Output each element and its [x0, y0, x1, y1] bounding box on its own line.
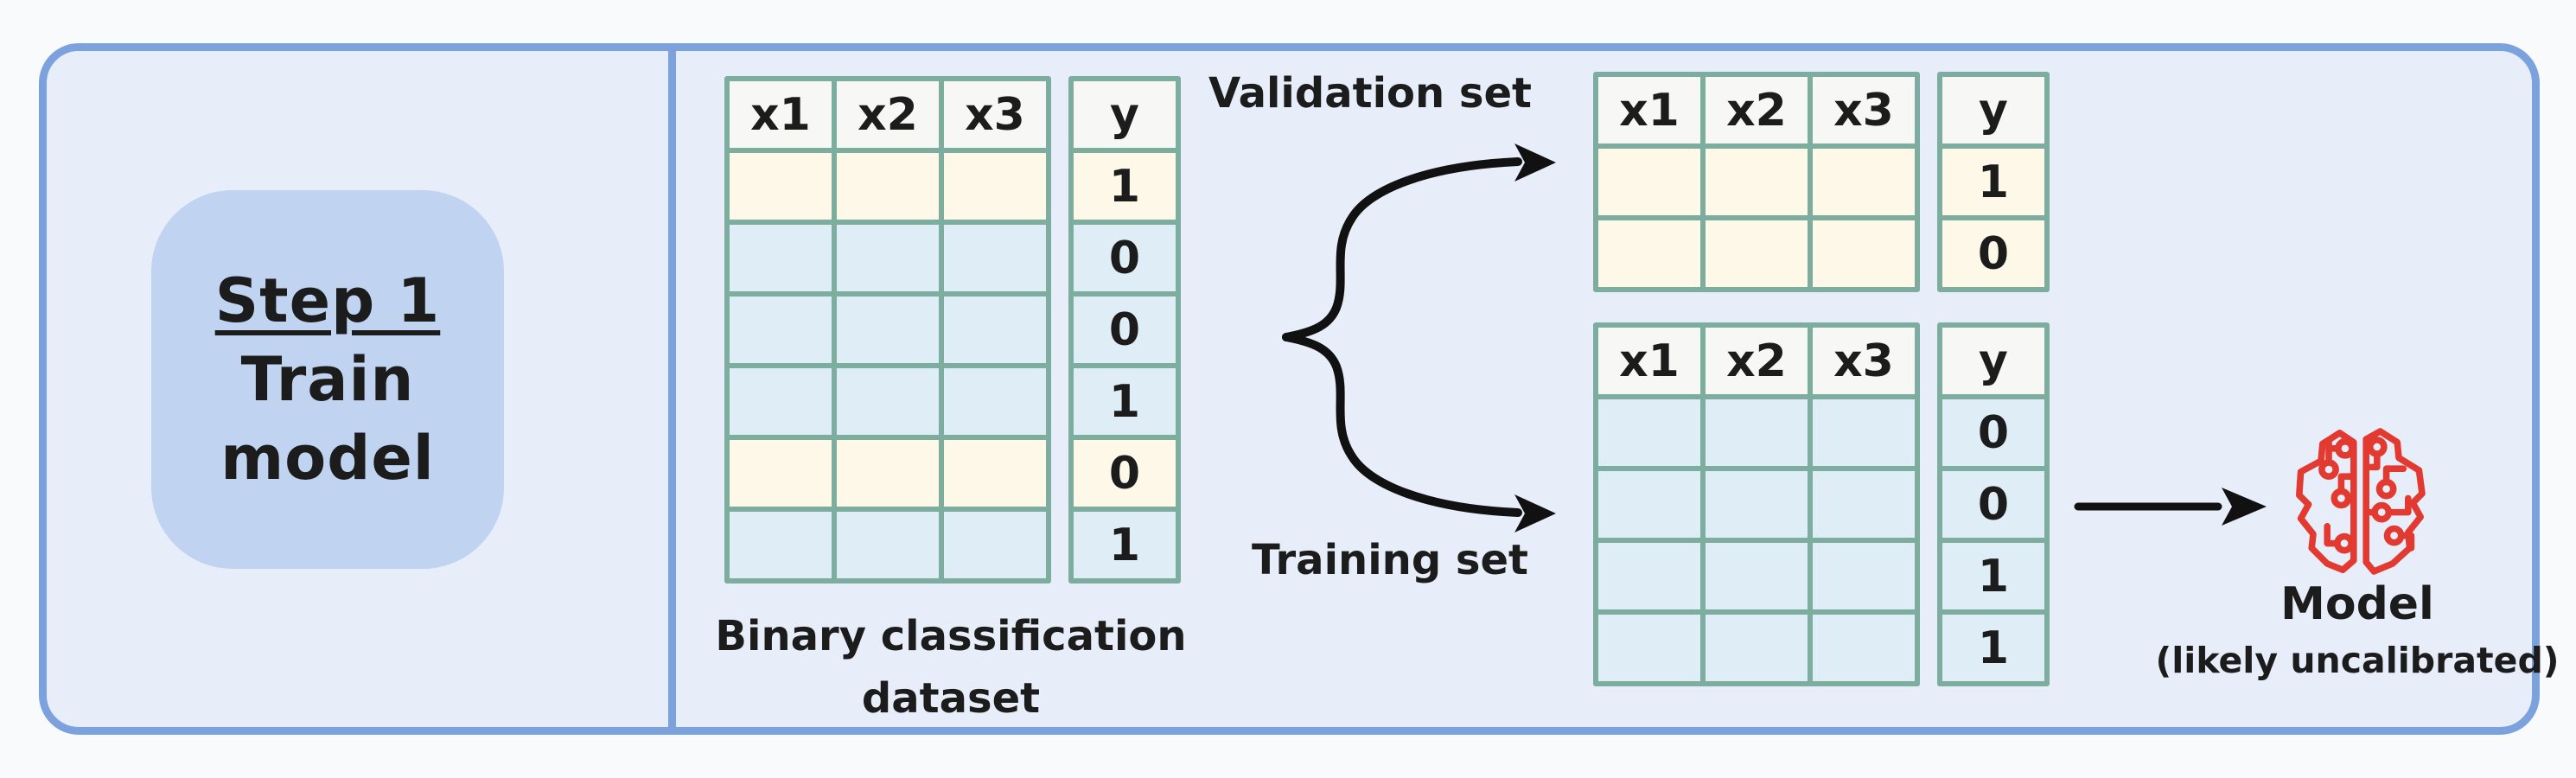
y-value-cell: 0: [1942, 220, 2044, 287]
table-row: [1598, 399, 1915, 466]
table-cell: [1598, 149, 1700, 215]
table-row: [1598, 471, 1915, 538]
column-header: x1: [1598, 328, 1700, 394]
table-cell: [1706, 543, 1808, 609]
table-cell: [1813, 399, 1915, 466]
table-cell: [730, 225, 832, 291]
y-value-cell: 1: [1074, 368, 1176, 435]
column-header: x1: [1598, 77, 1700, 143]
table-row: [730, 440, 1046, 507]
y-value-cell: 0: [1074, 225, 1176, 291]
table-cell: [1598, 399, 1700, 466]
arrow-right-icon: [2074, 488, 2267, 526]
column-header: x3: [944, 81, 1046, 148]
training-set-label: Training set: [1252, 536, 1528, 584]
y-column-header: y: [1074, 81, 1176, 148]
dataset-caption: Binary classification dataset: [666, 605, 1236, 730]
table-cell: [1598, 220, 1700, 287]
y-value-cell: 0: [1074, 440, 1176, 507]
y-value-cell: 1: [1074, 153, 1176, 220]
column-header: x2: [1706, 77, 1808, 143]
table-cell: [837, 440, 939, 507]
y-value-cell: 0: [1074, 297, 1176, 363]
panel-divider: [668, 50, 676, 728]
column-header: x1: [730, 81, 832, 148]
table-row: [1598, 220, 1915, 287]
table-cell: [837, 153, 939, 220]
y-column-header: y: [1942, 77, 2044, 143]
dataset-xtable: x1 x2 x3: [724, 76, 1051, 584]
dataset-ycolumn: y 1 0 0 1 0 1: [1068, 76, 1181, 584]
table-cell: [730, 297, 832, 363]
training-xtable: x1 x2 x3: [1593, 322, 1920, 686]
brain-circuit-icon: [2296, 428, 2426, 575]
table-cell: [837, 225, 939, 291]
table-cell: [944, 153, 1046, 220]
table-row: [730, 225, 1046, 291]
model-label: Model: [2280, 578, 2434, 630]
table-cell: [1598, 543, 1700, 609]
y-value-cell: 1: [1942, 149, 2044, 215]
table-cell: [944, 297, 1046, 363]
y-value-cell: 0: [1942, 471, 2044, 538]
table-cell: [944, 440, 1046, 507]
column-header: x2: [1706, 328, 1808, 394]
table-cell: [730, 153, 832, 220]
step-badge: Step 1 Train model: [151, 190, 504, 569]
y-value-cell: 0: [1942, 399, 2044, 466]
table-cell: [730, 440, 832, 507]
table-cell: [1706, 149, 1808, 215]
training-header-row: x1 x2 x3: [1598, 328, 1915, 394]
table-cell: [1813, 471, 1915, 538]
table-cell: [1598, 615, 1700, 681]
table-cell: [944, 368, 1046, 435]
dataset-header-row: x1 x2 x3: [730, 81, 1046, 148]
model-caption: Model (likely uncalibrated): [2141, 576, 2573, 681]
table-row: [1598, 615, 1915, 681]
table-row: [730, 512, 1046, 578]
step-line-1: Train: [240, 343, 415, 415]
table-cell: [1706, 615, 1808, 681]
y-value-cell: 1: [1074, 512, 1176, 578]
table-cell: [1813, 220, 1915, 287]
table-row: [730, 153, 1046, 220]
table-cell: [944, 512, 1046, 578]
validation-header-row: x1 x2 x3: [1598, 77, 1915, 143]
table-row: [1598, 543, 1915, 609]
validation-xtable: x1 x2 x3: [1593, 72, 1920, 292]
table-cell: [837, 297, 939, 363]
model-sublabel: (likely uncalibrated): [2155, 639, 2560, 681]
step-line-2: model: [220, 422, 435, 494]
table-cell: [1706, 471, 1808, 538]
table-row: [1598, 149, 1915, 215]
column-header: x3: [1813, 77, 1915, 143]
column-header: x2: [837, 81, 939, 148]
table-cell: [837, 512, 939, 578]
table-cell: [837, 368, 939, 435]
training-ycolumn: y 0 0 1 1: [1937, 322, 2050, 686]
step-text: Step 1 Train model: [215, 262, 441, 498]
table-cell: [1813, 149, 1915, 215]
validation-set-label: Validation set: [1208, 69, 1532, 118]
validation-ycolumn: y 1 0: [1937, 72, 2050, 292]
y-value-cell: 1: [1942, 615, 2044, 681]
table-cell: [944, 225, 1046, 291]
table-row: [730, 297, 1046, 363]
table-cell: [1706, 220, 1808, 287]
table-cell: [730, 368, 832, 435]
column-header: x3: [1813, 328, 1915, 394]
split-fork-icon: [1282, 143, 1556, 532]
table-row: [730, 368, 1046, 435]
step-title: Step 1: [214, 265, 441, 336]
dataset-caption-line-1: Binary classification: [715, 612, 1187, 660]
table-cell: [1813, 543, 1915, 609]
table-cell: [730, 512, 832, 578]
y-value-cell: 1: [1942, 543, 2044, 609]
table-cell: [1706, 399, 1808, 466]
y-column-header: y: [1942, 328, 2044, 394]
dataset-caption-line-2: dataset: [861, 674, 1041, 723]
table-cell: [1598, 471, 1700, 538]
table-cell: [1813, 615, 1915, 681]
